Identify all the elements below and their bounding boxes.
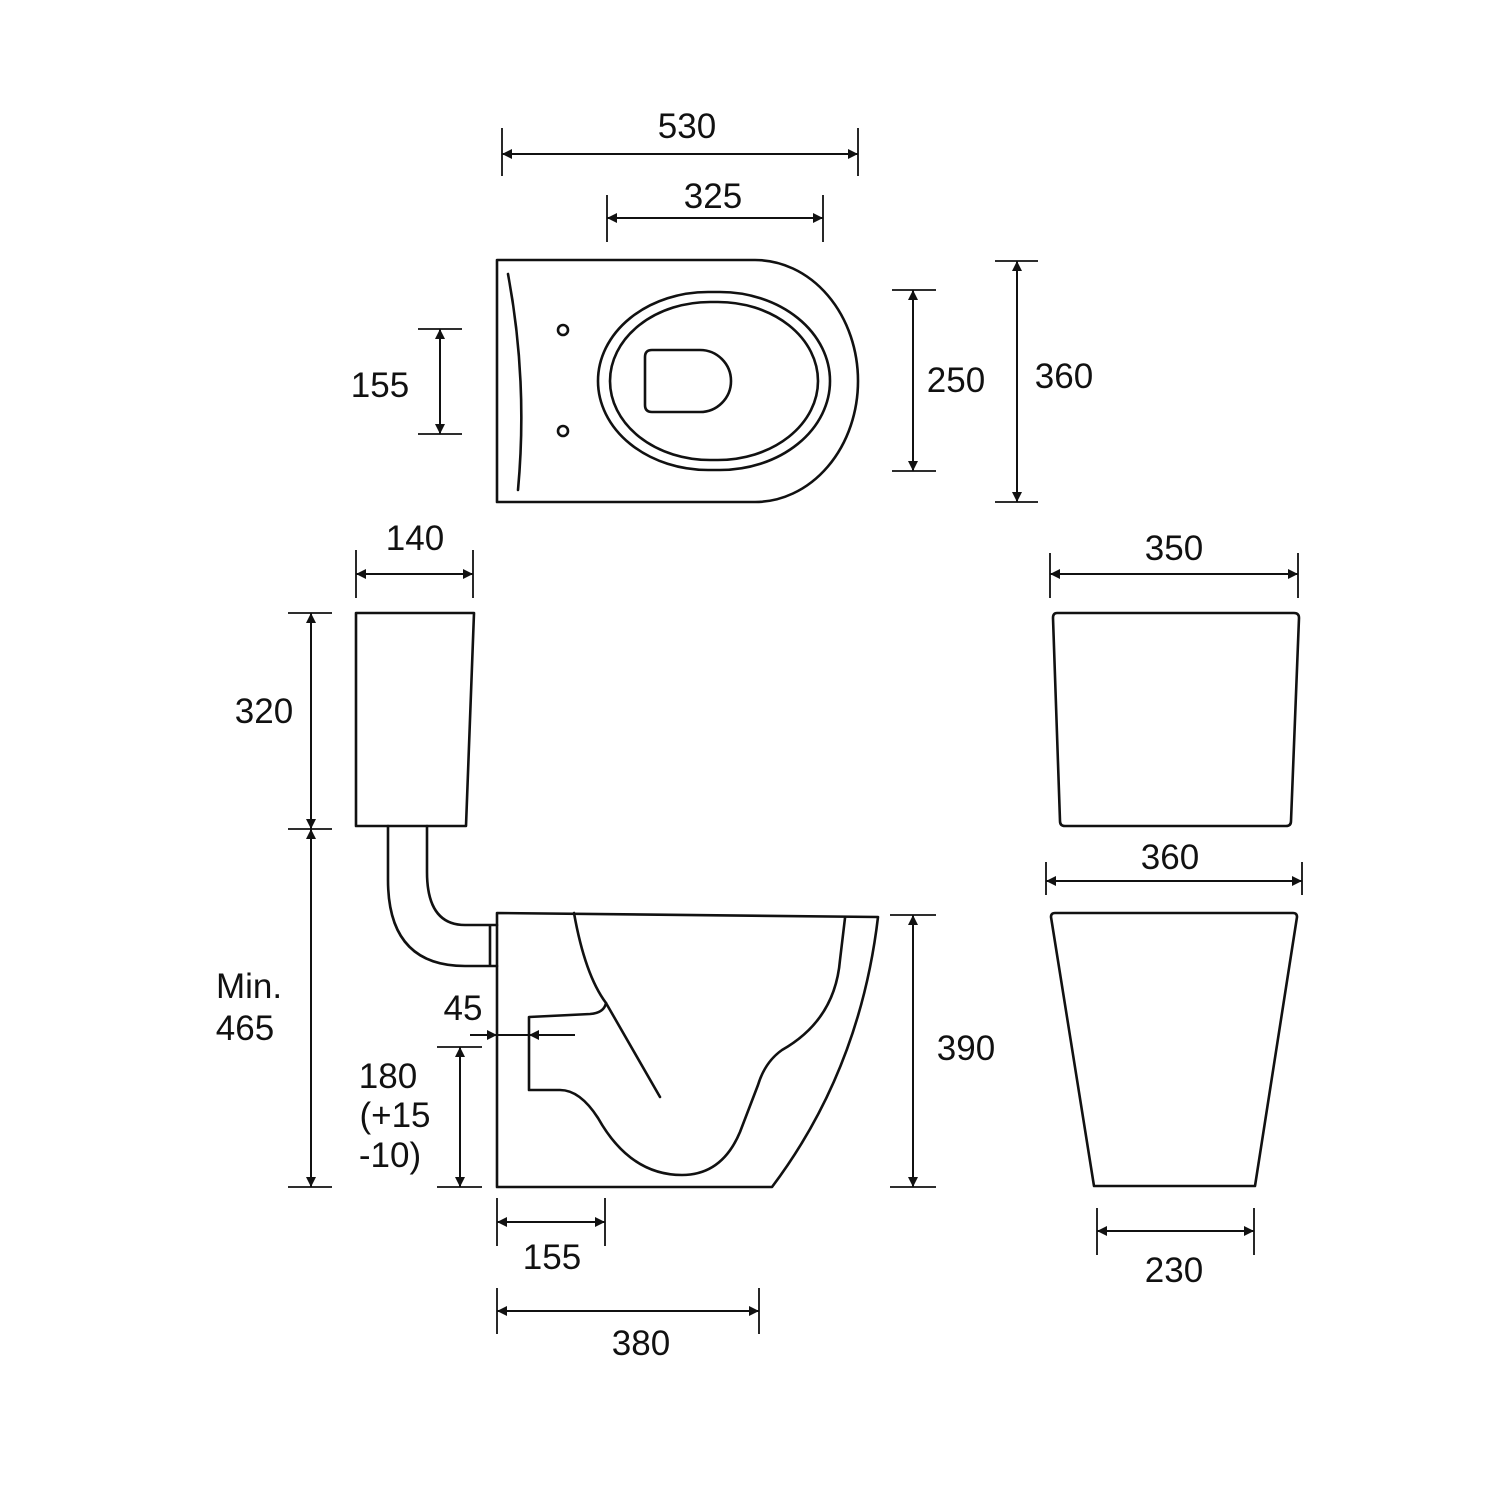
dim-overall-width: 530 (658, 107, 716, 146)
top-view: 530 325 155 250 360 (351, 107, 1093, 504)
dim-hole-spacing: 155 (351, 366, 409, 405)
bowl-inner-line (572, 911, 662, 1099)
dim-outlet-offset: 45 (444, 989, 483, 1028)
fixing-hole-icon (556, 323, 570, 337)
dim-min-height: 465 (216, 1009, 274, 1048)
trapway (527, 916, 847, 1177)
bowl-opening (643, 348, 733, 414)
dim-seat-width: 325 (684, 177, 742, 216)
dim-pan-height: 390 (937, 1029, 995, 1068)
dim-outlet-height: 180 (359, 1057, 417, 1096)
dim-cistern-width: 350 (1145, 529, 1203, 568)
dim-tolerance-plus: (+15 (359, 1096, 430, 1135)
pan-rear-edge (506, 272, 523, 492)
pan-front (1049, 911, 1299, 1188)
pan-outline-top (495, 258, 860, 504)
dim-pan-base-width: 230 (1145, 1251, 1203, 1290)
cistern-front (1051, 611, 1301, 828)
side-view: 140 320 Min. 465 45 180 (+15 -10) 390 15… (216, 519, 995, 1363)
dim-pan-depth: 380 (612, 1324, 670, 1363)
seat-inner (608, 300, 820, 462)
cistern-side (354, 611, 476, 828)
dim-pan-top-width: 360 (1141, 838, 1199, 877)
seat-outer (596, 290, 832, 472)
dim-tolerance-minus: -10) (359, 1136, 421, 1175)
fixing-hole-icon (556, 424, 570, 438)
dim-min-label: Min. (216, 967, 282, 1006)
dim-seat-depth: 250 (927, 361, 985, 400)
pan-side-outline (495, 911, 880, 1189)
dim-cistern-depth: 140 (386, 519, 444, 558)
dim-outlet-center: 155 (523, 1238, 581, 1277)
dim-overall-depth: 360 (1035, 357, 1093, 396)
connector-pipe (386, 824, 499, 968)
dim-cistern-height: 320 (235, 692, 293, 731)
front-view: 350 360 230 (1045, 529, 1303, 1290)
